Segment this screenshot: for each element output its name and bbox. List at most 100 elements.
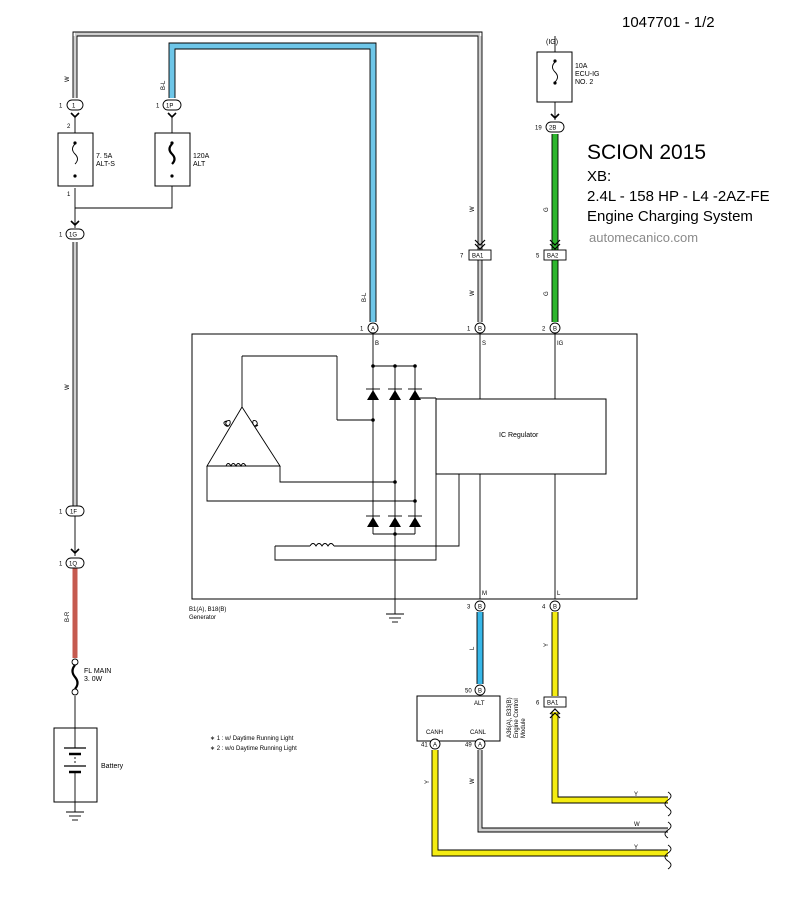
svg-text:1: 1: [360, 327, 364, 333]
svg-text:B: B: [375, 341, 379, 347]
wire-code-l: L: [470, 646, 476, 650]
wire-continuation-marks: [664, 791, 672, 870]
svg-text:1: 1: [59, 562, 63, 568]
connector-1q: 1Q 1: [59, 548, 85, 569]
wire-code-bl-top: B-L: [161, 80, 167, 90]
svg-text:2B: 2B: [549, 126, 556, 132]
connector-1f: 1F 1: [59, 505, 85, 517]
battery-label: Battery: [101, 763, 124, 770]
svg-text:B: B: [478, 327, 482, 333]
wire-outlines: [72, 31, 668, 857]
connector-1p: 1P 1: [156, 99, 182, 119]
battery: Battery: [53, 727, 124, 821]
svg-text:B: B: [478, 689, 482, 695]
wire-code-y-right-2: Y: [634, 845, 638, 851]
svg-text:6: 6: [536, 701, 540, 707]
system-name: Engine Charging System: [587, 208, 753, 225]
svg-text:19: 19: [535, 126, 542, 132]
svg-text:IC Regulator: IC Regulator: [499, 432, 539, 439]
svg-text:IG: IG: [557, 341, 564, 347]
vehicle-model: XB:: [587, 168, 611, 185]
svg-text:3: 3: [467, 605, 471, 611]
ecm-name-2: Module: [521, 718, 527, 738]
svg-text:41: 41: [421, 743, 428, 749]
svg-text:1Q: 1Q: [69, 562, 77, 568]
svg-text:1: 1: [59, 104, 63, 110]
svg-text:1G: 1G: [69, 233, 77, 239]
svg-text:1: 1: [59, 510, 63, 516]
svg-text:1P: 1P: [166, 104, 173, 110]
svg-text:1F: 1F: [70, 510, 77, 516]
svg-text:A: A: [371, 327, 375, 333]
ic-regulator: [435, 398, 607, 475]
ecm-name-1: Engine Control: [514, 698, 520, 738]
wire-code-br: B-R: [65, 611, 71, 622]
svg-text:2: 2: [542, 327, 546, 333]
connector-2b: 2B 19: [535, 113, 565, 133]
svg-text:BA1: BA1: [472, 254, 484, 260]
alt-s-terminal-2: 2: [67, 124, 71, 130]
engine-spec: 2.4L - 158 HP - L4 -2AZ-FE: [587, 188, 770, 205]
svg-text:S: S: [482, 341, 486, 347]
engine-control-module: B 50 ALT CANH CANL A 41 A 49 A36(A), B33…: [416, 684, 527, 750]
ig-label: (IG): [546, 39, 558, 46]
colored-wires: [72, 32, 668, 856]
wire-y-l-lower: [552, 712, 668, 803]
wire-code-w-canl: W: [470, 778, 476, 784]
watermark: automecanico.com: [589, 230, 698, 245]
connector-ba2: BA2 5: [536, 239, 567, 261]
svg-text:ALT: ALT: [474, 701, 485, 707]
wire-code-w-s-lower: W: [470, 290, 476, 296]
svg-text:CANL: CANL: [470, 730, 487, 736]
connector-1g: 1G 1: [59, 220, 85, 240]
wire-code-bl-lower: B-L: [362, 292, 368, 302]
generator-name: Generator: [189, 615, 216, 621]
generator-id: B1(A), B18(B): [189, 607, 226, 613]
svg-text:A: A: [433, 743, 437, 749]
connector-ba1-top: BA1 7: [460, 239, 492, 261]
document-number: 1047701 - 1/2: [622, 14, 715, 31]
svg-text:B: B: [478, 605, 482, 611]
svg-text:M: M: [482, 591, 487, 597]
svg-text:1: 1: [467, 327, 471, 333]
svg-text:50: 50: [465, 689, 472, 695]
wire-code-g-upper: G: [544, 207, 550, 212]
alt-s-terminal-1: 1: [67, 192, 71, 198]
svg-text:BA1: BA1: [547, 701, 559, 707]
wire-code-w-left-mid: W: [65, 384, 71, 390]
svg-text:A: A: [478, 743, 482, 749]
generator: B S IG M L: [189, 333, 638, 623]
generator-terminals: A 1 B 1 B 2 B 3 B 4: [360, 322, 561, 612]
ecm-id: A36(A), B33(B): [507, 697, 513, 738]
wire-code-w-s-upper: W: [470, 206, 476, 212]
wire-code-y-canh: Y: [425, 780, 431, 784]
wire-y-canh: [432, 750, 668, 856]
note-2: ∗ 2 : w/o Daytime Running Light: [210, 746, 297, 752]
svg-text:B: B: [553, 605, 557, 611]
wire-labels: W B-L B-L W B-R W W G G L Y Y W Y W Y: [65, 76, 640, 851]
wire-code-g-lower: G: [544, 291, 550, 296]
wire-w-canl: [478, 750, 668, 832]
note-1: ∗ 1 : w/ Daytime Running Light: [210, 736, 294, 742]
svg-text:7: 7: [460, 254, 464, 260]
svg-text:1: 1: [72, 104, 76, 110]
connector-1: 1 1: [59, 99, 84, 119]
svg-text:L: L: [557, 591, 561, 597]
wire-code-w-left-top: W: [65, 76, 71, 82]
svg-text:1: 1: [59, 233, 63, 239]
wire-code-w-right: W: [634, 822, 640, 828]
svg-text:4: 4: [542, 605, 546, 611]
wire-code-y-right-1: Y: [634, 792, 638, 798]
svg-text:CANH: CANH: [426, 730, 443, 736]
svg-text:49: 49: [465, 743, 472, 749]
diagram-title: SCION 2015: [587, 141, 706, 164]
connector-ba1-bottom: BA1 6: [536, 696, 567, 719]
svg-text:BA2: BA2: [547, 254, 559, 260]
